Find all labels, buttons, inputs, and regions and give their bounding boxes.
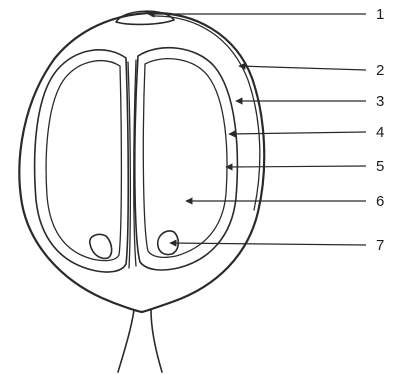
callout-number-7: 7	[376, 237, 384, 254]
leader-5	[226, 166, 366, 167]
leader-4	[229, 132, 366, 134]
callout-number-5: 5	[376, 158, 384, 175]
left-chamber-outer	[35, 50, 129, 272]
callout-number-2: 2	[376, 62, 384, 79]
stalk-left	[118, 310, 134, 372]
left-ovule	[90, 234, 112, 258]
leader-2	[239, 66, 366, 70]
callout-number-3: 3	[376, 93, 384, 110]
right-chamber-outer	[135, 48, 238, 270]
outer-wall-edge	[152, 16, 260, 210]
left-chamber-inner	[46, 61, 121, 261]
right-chamber-inner	[143, 59, 227, 258]
callout-number-6: 6	[376, 193, 384, 210]
stalk-right	[151, 310, 162, 372]
callout-number-1: 1	[376, 6, 384, 23]
callout-number-4: 4	[376, 124, 384, 141]
